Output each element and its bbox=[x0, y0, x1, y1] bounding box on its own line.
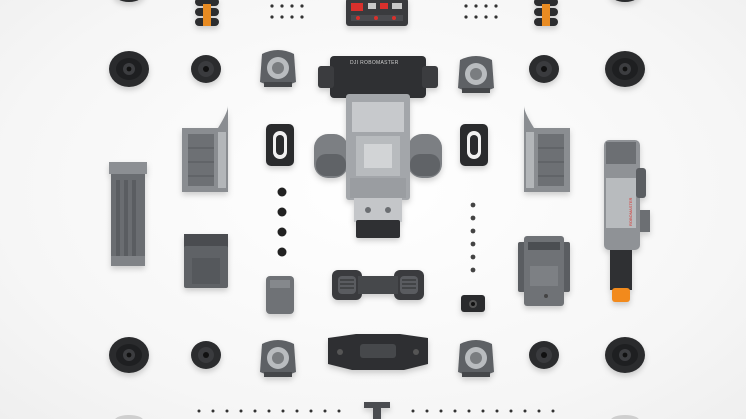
main-controller-board bbox=[346, 0, 408, 28]
chassis-bottom-cover bbox=[326, 332, 430, 372]
screw-column-right bbox=[468, 200, 478, 280]
screw-column-left bbox=[276, 186, 288, 264]
motion-controller bbox=[516, 236, 572, 310]
mecanum-wheel-upper-right bbox=[604, 50, 646, 88]
intelligent-controller bbox=[182, 234, 230, 292]
mecanum-wheel-lower-left bbox=[108, 336, 150, 374]
screw-row-top-left bbox=[268, 2, 308, 22]
wheel-top-right-partial bbox=[608, 0, 642, 4]
motor-mount-upper-right bbox=[456, 54, 496, 96]
blaster-logo-text: ROBOMASTER bbox=[628, 197, 633, 226]
chassis-logo-text: DJI ROBOMASTER bbox=[350, 60, 399, 66]
motor-mount-upper-left bbox=[258, 48, 298, 90]
hub-upper-left bbox=[190, 54, 222, 84]
camera-module bbox=[460, 294, 486, 314]
screw-row-bottom-left bbox=[196, 408, 346, 414]
screw-row-top-right bbox=[462, 2, 502, 22]
hit-sensor-left bbox=[266, 124, 294, 166]
hub-upper-right bbox=[528, 54, 560, 84]
hub-lower-right bbox=[528, 340, 560, 370]
small-servo-module bbox=[264, 274, 296, 316]
gel-bead-blaster bbox=[600, 138, 652, 306]
bracket-bottom-center bbox=[362, 400, 392, 419]
chassis-main-body bbox=[312, 54, 444, 240]
screw-row-bottom-right bbox=[410, 408, 560, 414]
motor-mount-lower-right bbox=[456, 338, 496, 380]
motor-mount-lower-left bbox=[258, 338, 298, 380]
gimbal-axle-assembly bbox=[330, 262, 426, 306]
wheel-top-left-partial bbox=[112, 0, 146, 4]
hit-sensor-right bbox=[460, 124, 488, 166]
mecanum-wheel-lower-right bbox=[604, 336, 646, 374]
roller-stack-left bbox=[193, 0, 221, 32]
wheel-bottom-left-partial bbox=[114, 414, 144, 419]
mecanum-wheel-upper-left bbox=[108, 50, 150, 88]
wheel-bottom-right-partial bbox=[610, 414, 640, 419]
battery-pack bbox=[108, 160, 148, 268]
armor-panel-right bbox=[522, 104, 572, 194]
roller-stack-right bbox=[532, 0, 560, 32]
hub-lower-left bbox=[190, 340, 222, 370]
armor-panel-left bbox=[180, 104, 230, 194]
